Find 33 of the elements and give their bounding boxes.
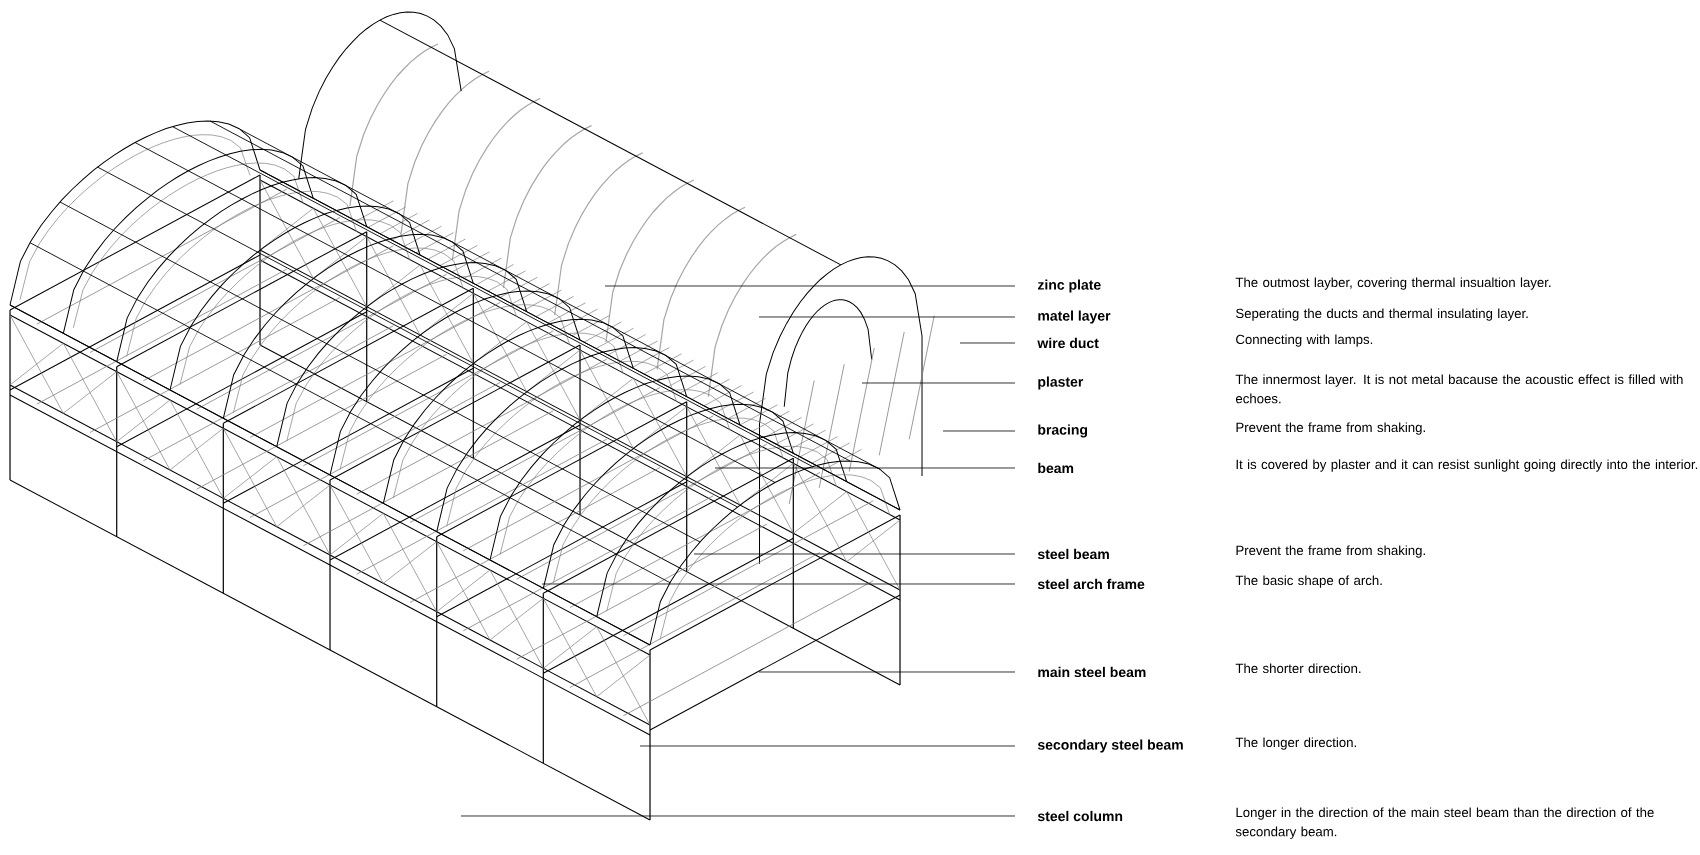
description-text: Prevent the frame from shaking. [1236,422,1425,435]
description-text: The outmost layber, covering thermal insualtion layer. [1235,277,1551,290]
description-text: It is covered by plaster and it can resist sunlight going directly into the interior. [1236,459,1698,472]
description-text: Seperating the ducts and thermal insulating layer. [1236,308,1528,321]
leader-line [758,316,1016,318]
part-label: secondary steel beam [1037,739,1183,753]
part-label: steel arch frame [1037,578,1145,590]
part-label: wire duct [1037,337,1099,349]
part-label: steel column [1037,810,1123,822]
description-text: Prevent the frame from shaking. [1236,545,1425,558]
leader-line [959,342,1016,344]
leader-line [861,382,1016,384]
leader-line [639,745,1016,747]
description-text: The basic shape of arch. [1235,575,1382,588]
part-label: beam [1038,462,1074,474]
part-label: main steel beam [1038,666,1146,678]
description-text: The shorter direction. [1235,663,1361,674]
leader-line [942,430,1016,432]
leader-line [693,553,1016,555]
description-text: The innermost layer. It is not metal bacause the acoustic effect is filled with echoes. [1235,374,1683,404]
leader-line [604,285,1016,287]
description-text: Connecting with lamps. [1236,334,1373,347]
description-text: The longer direction. [1235,737,1356,750]
part-label: plaster [1038,376,1084,390]
leader-line [460,815,1016,817]
leader-line [758,671,1016,673]
part-label: bracing [1038,424,1088,438]
leader-line [541,583,1016,585]
part-label: matel layer [1038,310,1111,324]
description-text: Longer in the direction of the main steel beam than the direction of the secondary beam. [1235,807,1654,839]
leader-line [714,467,1016,469]
part-label: steel beam [1037,548,1109,560]
part-label: zinc plate [1038,279,1101,293]
